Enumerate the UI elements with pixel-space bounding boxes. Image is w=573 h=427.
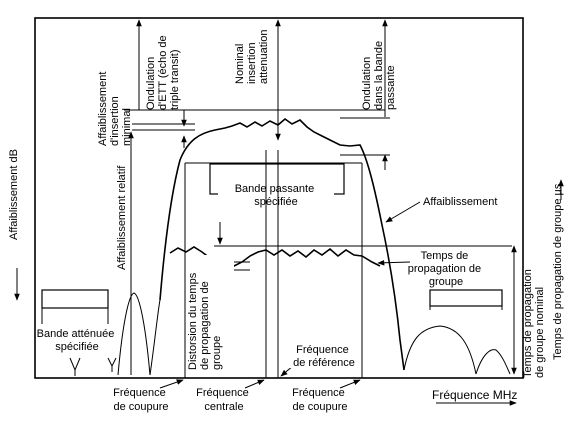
ondulation-ett-line-1: Ondulation [145,57,157,110]
ondulation-bande-line-2: dans la bande [373,41,385,110]
stopband-line-1: Bande atténuée [37,328,115,340]
passband-line-2: spécifiée [254,196,297,208]
insertion-min-line-1: Affaiblissement [97,72,109,146]
group-delay-line-2: propagation de [408,263,481,275]
stopband-left-box [41,289,109,309]
cutoff-right-line-1: Fréquence [292,387,345,399]
reference-label-bg [286,342,358,368]
passband-label: Bande passante spécifiée [235,183,318,208]
spike-2 [107,357,117,372]
nominal-insertion-line-1: Nominal [234,44,246,84]
nominal-insertion-label: Nominal insertion attenuation [234,30,270,84]
left-skirt [149,299,161,376]
group-delay-curve [169,246,381,271]
cutoff-left-line-2: de coupure [113,401,168,413]
distortion-line-1: Distorsion du temps [187,272,199,370]
group-delay-label: Temps de propagation de groupe [408,250,484,288]
cutoff-left-label: Fréquence de coupure [113,387,169,413]
passband-line-1: Bande passante [235,183,315,195]
reference-line-1: Fréquence [296,344,349,356]
x-axis-label: Fréquence MHz [432,388,517,402]
group-delay-line-1: Temps de [421,250,469,262]
nominal-insertion-line-2: insertion [246,42,258,84]
cutoff-left-line-1: Fréquence [113,387,166,399]
ondulation-ett-line-2: d'ETT (écho de [157,35,169,110]
ondulation-ett-line-3: triple transit) [169,49,181,110]
attenuation-curve [159,117,405,371]
cutoff-right-pointer [339,379,361,389]
distortion-line-2: de propagation de [199,281,211,370]
attenuation-label: Affaiblissement [423,196,497,208]
nominal-delay-label: Temps de propagation de groupe nominal [522,266,546,378]
group-delay-pointer [377,260,411,266]
nominal-insertion-line-3: attenuation [258,30,270,84]
right-lobe-1 [403,325,477,375]
stopband-line-2: spécifiée [55,341,98,353]
nominal-delay-line-1: Temps de propagation [522,269,534,378]
ondulation-bande-line-3: passante [385,65,397,110]
right-lobe-2 [475,349,511,375]
relatif-label: Affaiblissement relatif [116,165,128,270]
ondulation-bande-line-1: Ondulation [361,57,373,110]
center-pointer [244,379,265,389]
stopband-right-box [429,289,503,307]
center-label: Fréquence centrale [196,387,252,413]
ondulation-bande-label: Ondulation dans la bande passante [361,38,397,110]
y-axis-left-label: Affaiblissement dB [8,149,20,240]
insertion-min-line-2: d'insertion [109,96,121,146]
attenuation-pointer [385,201,421,223]
distortion-label: Distorsion du temps de propagation de gr… [187,270,223,370]
group-delay-line-3: groupe [429,276,463,288]
passband-label-bg [218,179,334,209]
center-line-1: Fréquence [196,387,249,399]
spike-1 [69,357,81,376]
ondulation-ett-label: Ondulation d'ETT (écho de triple transit… [145,32,181,110]
plot-frame [34,17,524,379]
cutoff-right-line-2: de coupure [292,401,347,413]
center-line-2: centrale [204,401,243,413]
reference-line-2: de référence [293,357,355,369]
distortion-line-3: groupe [211,336,223,370]
y-axis-right-label: Temps de propagation de groupe µs [552,183,564,360]
stopband-label: Bande atténuée spécifiée [37,328,118,353]
distortion-label-bg [186,255,234,375]
cutoff-left-pointer [159,379,184,389]
insertion-min-label: Affaiblissement d'insertion minimal [97,69,133,146]
left-lobe [117,292,151,376]
stopband-label-bg [37,324,115,354]
cutoff-right-label: Fréquence de coupure [292,387,348,413]
nominal-delay-line-2: de groupe nominal [534,287,546,378]
reference-label: Fréquence de référence [293,344,355,369]
